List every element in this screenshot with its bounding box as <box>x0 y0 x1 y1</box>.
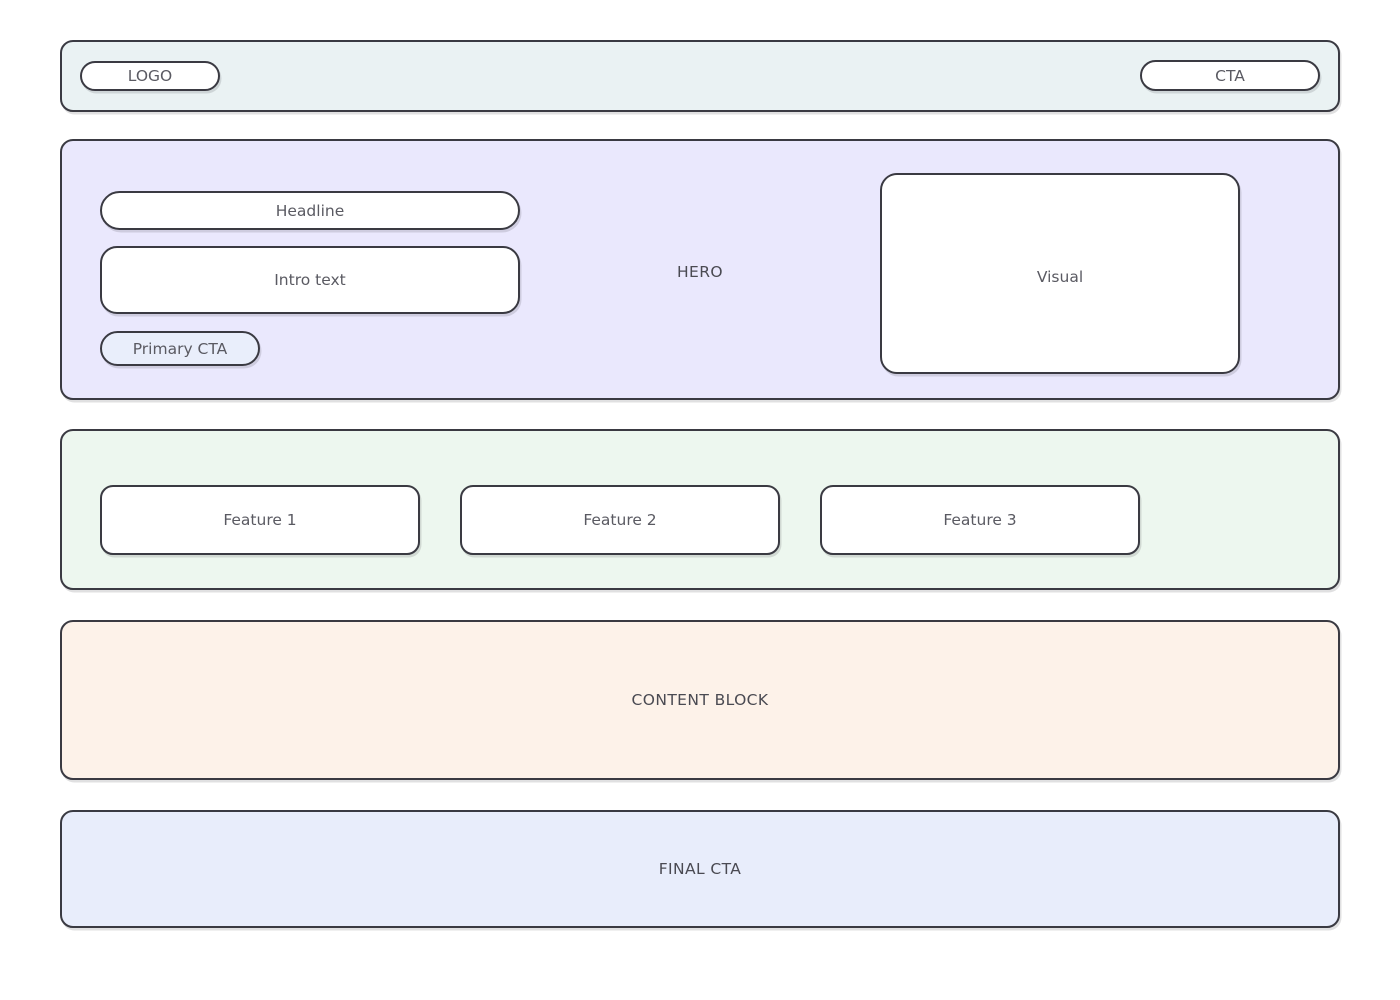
hero-visual-placeholder: Visual <box>880 173 1240 374</box>
hero-visual-label: Visual <box>1036 267 1084 286</box>
hero-headline-placeholder: Headline <box>100 191 520 230</box>
hero-primary-cta-button[interactable]: Primary CTA <box>100 331 260 366</box>
header-section <box>60 40 1340 112</box>
content-block-section: CONTENT BLOCK <box>60 620 1340 780</box>
hero-section-label: HERO <box>676 263 724 281</box>
final-cta-label: FINAL CTA <box>658 860 742 878</box>
hero-headline-label: Headline <box>275 201 345 220</box>
feature-card[interactable]: Feature 2 <box>460 485 780 555</box>
feature-card[interactable]: Feature 1 <box>100 485 420 555</box>
logo-placeholder[interactable]: LOGO <box>80 61 220 91</box>
hero-intro-text-label: Intro text <box>274 271 346 289</box>
feature-card-label: Feature 1 <box>223 511 297 529</box>
hero-section-label-wrap: HERO <box>0 262 1400 281</box>
final-cta-section[interactable]: FINAL CTA <box>60 810 1340 928</box>
logo-label: LOGO <box>127 67 173 85</box>
feature-card[interactable]: Feature 3 <box>820 485 1140 555</box>
feature-card-label: Feature 3 <box>943 511 1017 529</box>
header-cta-button[interactable]: CTA <box>1140 60 1320 91</box>
hero-intro-text-placeholder: Intro text <box>100 246 520 314</box>
feature-card-label: Feature 2 <box>583 511 657 529</box>
header-cta-label: CTA <box>1215 66 1245 85</box>
content-block-label: CONTENT BLOCK <box>631 691 769 709</box>
hero-primary-cta-label: Primary CTA <box>132 339 228 358</box>
